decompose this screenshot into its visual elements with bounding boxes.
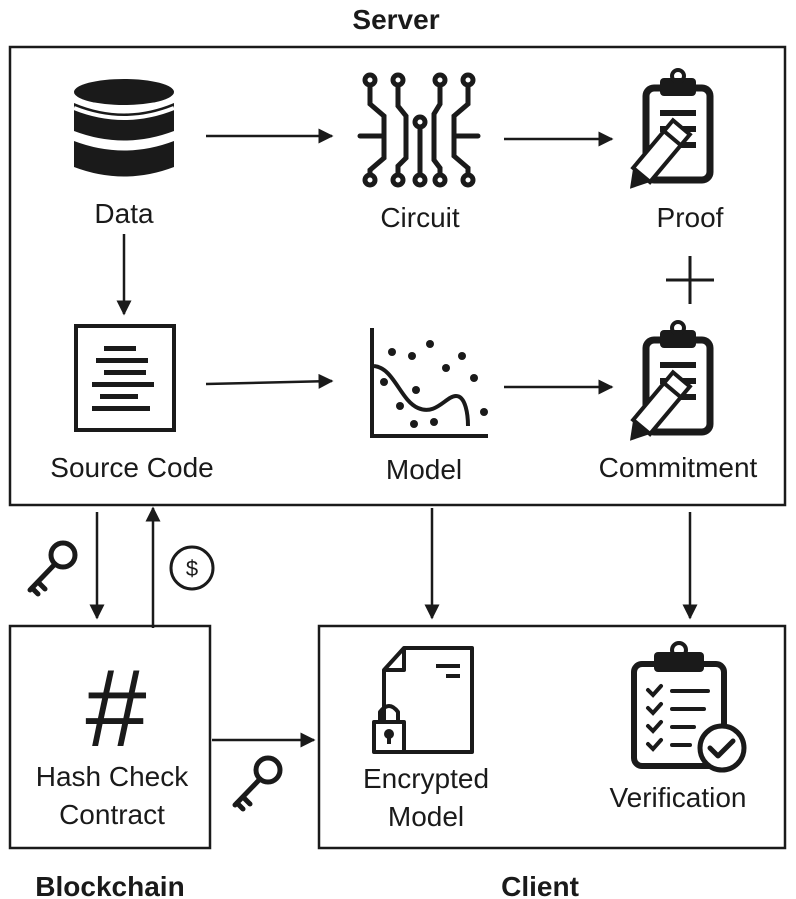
hash-symbol: # bbox=[85, 647, 146, 770]
verification-label: Verification bbox=[609, 782, 747, 813]
client-box bbox=[317, 624, 787, 850]
dollar-coin-icon: $ bbox=[169, 545, 215, 591]
commitment-label: Commitment bbox=[598, 452, 758, 483]
arrow-source-to-model bbox=[205, 373, 334, 389]
source-code-label: Source Code bbox=[50, 452, 214, 483]
database-icon bbox=[73, 79, 175, 177]
circuit-label: Circuit bbox=[380, 202, 460, 233]
blockchain-box bbox=[8, 624, 212, 850]
clipboard-checklist-icon bbox=[631, 641, 747, 773]
client-title: Client bbox=[501, 871, 579, 899]
encrypted-model-line-2: Model bbox=[387, 801, 465, 832]
hash-check-line-1: Hash Check bbox=[35, 761, 189, 792]
scatter-curve-icon bbox=[370, 328, 488, 438]
circuit-icon bbox=[357, 72, 481, 188]
encrypted-model-line-1: Encrypted bbox=[362, 763, 490, 794]
hash-check-contract-label: Hash Check Contract bbox=[36, 758, 189, 834]
document-lines-icon bbox=[74, 324, 176, 432]
model-label: Model bbox=[385, 454, 463, 485]
server-title: Server bbox=[352, 4, 440, 35]
blockchain-title: Blockchain bbox=[35, 871, 185, 899]
server-box bbox=[8, 45, 787, 507]
proof-label: Proof bbox=[656, 202, 724, 233]
key-icon bbox=[27, 540, 78, 597]
encrypted-file-icon bbox=[372, 646, 474, 754]
encrypted-model-label: Encrypted Model bbox=[363, 760, 489, 836]
data-label: Data bbox=[94, 198, 154, 229]
dollar-sign: $ bbox=[186, 556, 198, 581]
hash-check-line-2: Contract bbox=[59, 799, 165, 830]
clipboard-pencil-icon-2 bbox=[629, 320, 714, 441]
plus-icon bbox=[666, 256, 714, 304]
key-icon-2 bbox=[232, 755, 283, 812]
clipboard-pencil-icon bbox=[629, 68, 714, 189]
